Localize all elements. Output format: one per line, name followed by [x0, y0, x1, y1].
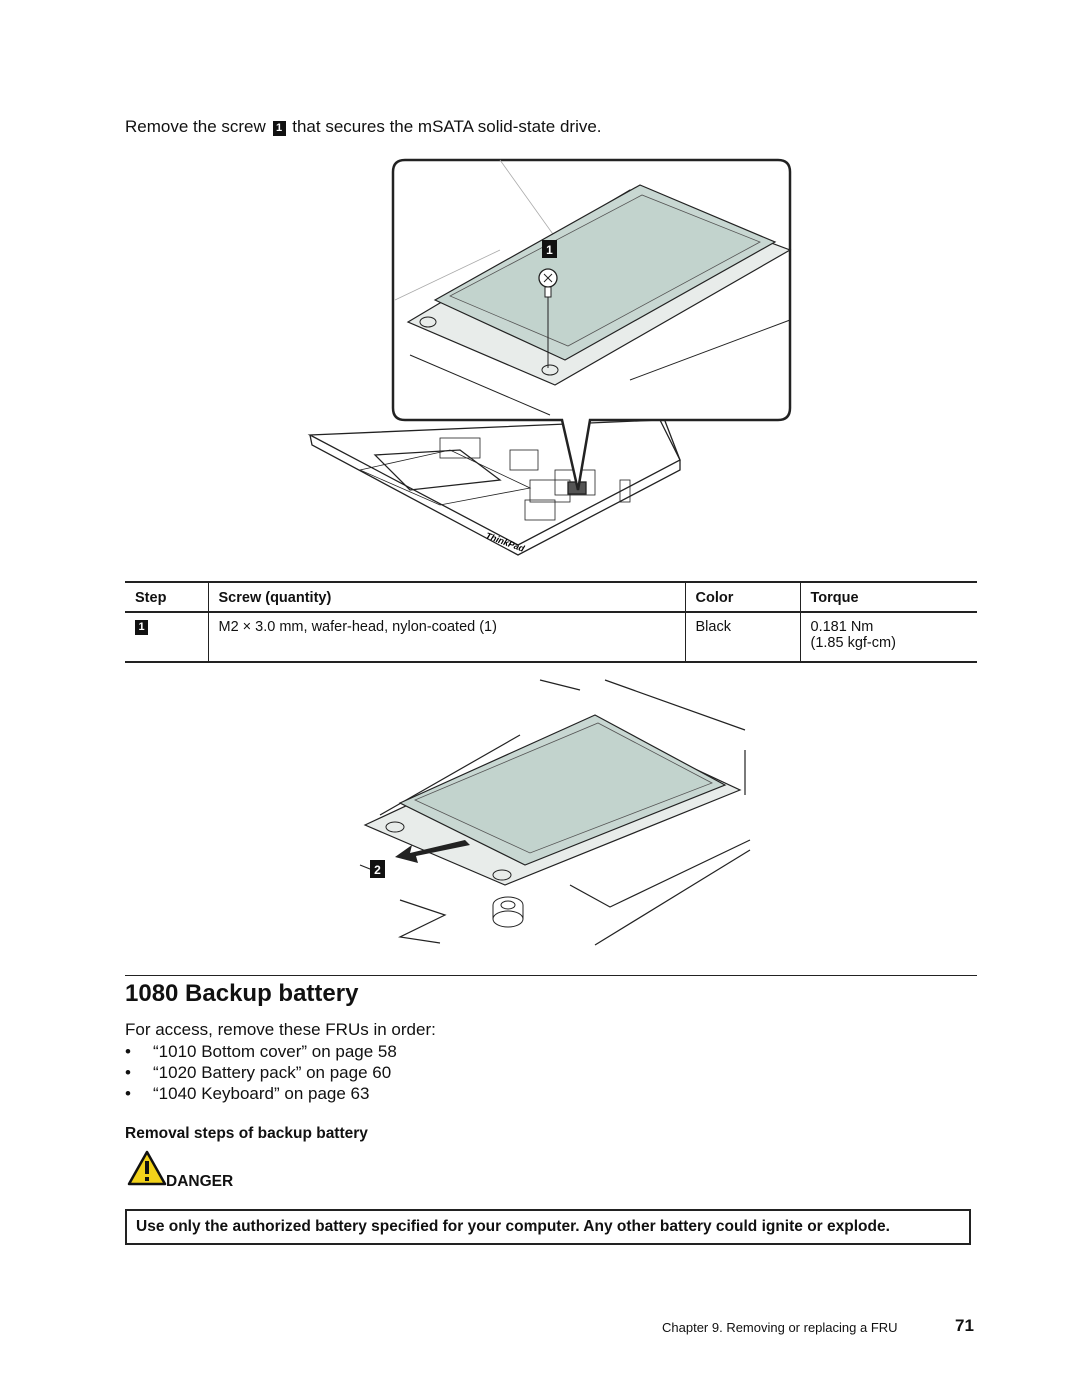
bullet-icon: •: [125, 1042, 131, 1061]
section-divider: [125, 975, 977, 976]
step-marker: 1: [135, 620, 148, 635]
table-row: 1 M2 × 3.0 mm, wafer-head, nylon-coated …: [125, 612, 977, 663]
figure-ssd-screw-removal: ThinkPad 1: [307, 158, 792, 556]
header-screw: Screw (quantity): [207, 581, 685, 613]
bullet-icon: •: [125, 1063, 131, 1082]
ssd-module-illustration: [394, 159, 792, 416]
callout-box: [370, 860, 385, 878]
cell-screw: M2 × 3.0 mm, wafer-head, nylon-coated (1…: [207, 612, 685, 663]
torque-kgf: (1.85 kgf-cm): [810, 635, 896, 651]
header-torque: Torque: [799, 581, 977, 613]
figure-ssd-slide-out: 2: [359, 679, 751, 946]
list-item: • “1020 Battery pack” on page 60: [125, 1063, 391, 1083]
warning-triangle-icon: [127, 1150, 167, 1186]
footer-chapter: Chapter 9. Removing or replacing a FRU: [662, 1320, 898, 1335]
callout-box: [542, 240, 557, 258]
intro-text-after: that secures the mSATA solid-state drive…: [292, 117, 602, 136]
access-text: For access, remove these FRUs in order:: [125, 1020, 436, 1039]
fru-link[interactable]: “1010 Bottom cover” on page 58: [153, 1042, 397, 1061]
header-color: Color: [684, 581, 800, 613]
torque-nm: 0.181 Nm: [810, 619, 874, 635]
table-header-row: Step Screw (quantity) Color Torque: [125, 581, 977, 613]
cell-color: Black: [684, 612, 800, 663]
page-number: 71: [955, 1316, 974, 1335]
intro-text-before: Remove the screw: [125, 117, 266, 136]
list-item: • “1040 Keyboard” on page 63: [125, 1084, 369, 1104]
fru-link[interactable]: “1020 Battery pack” on page 60: [153, 1063, 392, 1082]
bullet-icon: •: [125, 1084, 131, 1103]
header-step: Step: [125, 581, 208, 613]
step-marker: 1: [272, 121, 286, 136]
intro-instruction: Remove the screw 1 that secures the mSAT…: [125, 117, 602, 137]
standoff-illustration: [492, 896, 524, 928]
fru-link[interactable]: “1040 Keyboard” on page 63: [153, 1084, 370, 1103]
list-item: • “1010 Bottom cover” on page 58: [125, 1042, 397, 1062]
ssd-module-illustration: [363, 714, 742, 928]
cell-step: 1: [125, 612, 208, 663]
thinkpad-logo: ThinkPad: [484, 530, 526, 553]
section-title: 1080 Backup battery: [125, 980, 359, 1007]
danger-notice: Use only the authorized battery specifie…: [125, 1209, 971, 1245]
screw-table: Step Screw (quantity) Color Torque 1 M2 …: [125, 581, 977, 663]
callout-number: 1: [546, 243, 553, 257]
cell-torque: 0.181 Nm (1.85 kgf-cm): [799, 612, 977, 663]
danger-label: DANGER: [166, 1173, 234, 1190]
subheading: Removal steps of backup battery: [125, 1125, 368, 1142]
callout-number: 2: [374, 863, 381, 877]
arrow-left-icon: [395, 840, 470, 863]
